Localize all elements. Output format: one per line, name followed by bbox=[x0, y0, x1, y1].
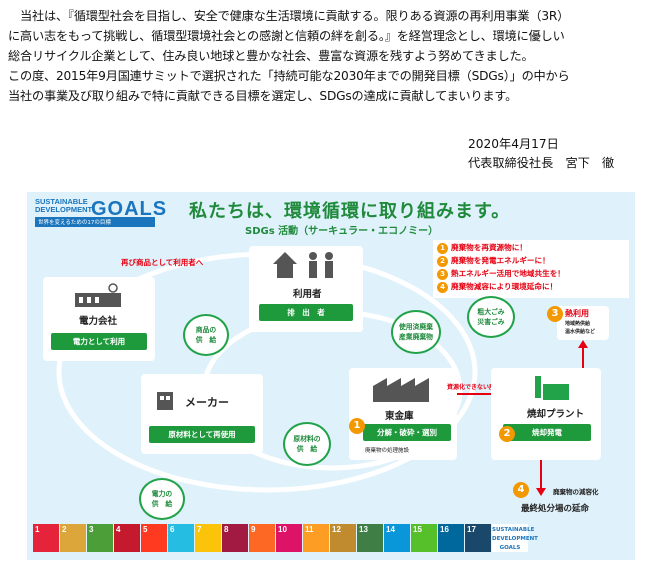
non-recyclable-label: 資源化できない廃棄物 bbox=[447, 384, 508, 391]
factory-note: 廃棄物の処理施設 bbox=[365, 448, 410, 454]
list-num: 2 bbox=[437, 256, 448, 267]
sdg-goal-5-icon: 5 bbox=[141, 524, 167, 552]
heat-use-title: 熱利用 bbox=[565, 309, 589, 318]
goods-supply-bubble: 商品の 供 給 bbox=[183, 314, 229, 356]
bubble-line: 使用済廃棄 bbox=[399, 323, 433, 331]
intro-line: 総合リサイクル企業として、住み良い地球と豊かな社会、豊富な資源を残すよう努めてき… bbox=[8, 49, 534, 63]
sdg-goal-14-icon: 14 bbox=[384, 524, 410, 552]
bubble-line: 電力の bbox=[151, 490, 173, 498]
power-company-card: 電力会社 電力として利用 bbox=[43, 277, 155, 361]
factory-pill: 分解・破砕・選別 bbox=[363, 424, 451, 441]
intro-line: この度、2015年9月国連サミットで選択された「持続可能な2030年までの開発目… bbox=[8, 69, 570, 83]
heat-use-card: 熱利用 地域熱供給 温水供給など bbox=[557, 306, 609, 340]
logo-sub: 世界を変えるための17の目標 bbox=[35, 217, 155, 227]
resale-label: 再び商品として利用者へ bbox=[121, 258, 204, 267]
step-2-badge: 2 bbox=[499, 426, 515, 442]
power-company-title: 電力会社 bbox=[79, 316, 118, 327]
logo-goals: GOALS bbox=[91, 198, 168, 220]
sdg-goal-4-icon: 4 bbox=[114, 524, 140, 552]
material-supply-bubble: 原材料の 供 給 bbox=[283, 422, 331, 466]
sdg-goal-15-icon: 15 bbox=[411, 524, 437, 552]
power-plant-icon bbox=[75, 283, 121, 307]
maker-pill: 原材料として再使用 bbox=[149, 426, 255, 443]
intro-line: 当社は、『循環型社会を目指し、安全で健康な生活環境に貢献する。限りある資源の再利… bbox=[8, 9, 570, 23]
incinerator-pill: 焼却発電 bbox=[503, 424, 591, 441]
list-item: 廃棄物を発電エネルギーに！ bbox=[451, 256, 550, 265]
electric-supply-bubble: 電力の 供 給 bbox=[139, 478, 185, 520]
heat-use-sub1: 地域熱供給 bbox=[565, 321, 591, 327]
sdg-goal-7-icon: 7 bbox=[195, 524, 221, 552]
bubble-line: 供 給 bbox=[151, 500, 173, 508]
incinerator-card: 焼却プラント 焼却発電 bbox=[491, 368, 601, 460]
strip-logo-line: SUSTAINABLE bbox=[492, 527, 535, 533]
step-3-badge: 3 bbox=[547, 306, 563, 322]
user-pill: 排 出 者 bbox=[259, 304, 353, 321]
landfill-note: 廃棄物の減容化 bbox=[553, 488, 599, 496]
sdg-goal-16-icon: 16 bbox=[438, 524, 464, 552]
date: 2020年4月17日 bbox=[468, 137, 559, 151]
signature: 代表取締役社長 宮下 徹 bbox=[468, 156, 615, 170]
list-num: 1 bbox=[437, 243, 448, 254]
strip-logo-line: GOALS bbox=[499, 545, 521, 551]
list-num: 4 bbox=[437, 282, 448, 293]
intro-line: 当社の事業及び取り組みで特に貢献できる目標を選定し、SDGsの達成に貢献してまい… bbox=[8, 89, 518, 103]
sdg-goal-17-icon: 17 bbox=[465, 524, 491, 552]
power-company-pill: 電力として利用 bbox=[51, 333, 147, 350]
list-num: 3 bbox=[437, 269, 448, 280]
sdg-goal-11-icon: 11 bbox=[303, 524, 329, 552]
waste-bubble: 使用済廃棄 産業廃棄物 bbox=[391, 310, 441, 354]
incinerator-title: 焼却プラント bbox=[527, 409, 585, 420]
factory-card: 東金庫 分解・破砕・選別 廃棄物の処理施設 bbox=[349, 368, 457, 460]
sdg-goal-8-icon: 8 bbox=[222, 524, 248, 552]
factory-icon bbox=[373, 378, 429, 402]
intro-line: に高い志をもって挑戦し、循環型環境社会との感謝と信頼の絆を創る。』を経営理念とし… bbox=[8, 29, 565, 43]
incinerator-icon bbox=[535, 376, 569, 400]
step-1-badge: 1 bbox=[349, 418, 365, 434]
sdg-goal-13-icon: 13 bbox=[357, 524, 383, 552]
goals-list: 1 廃棄物を再資源物に！ 2 廃棄物を発電エネルギーに！ 3 熱エネルギー活用で… bbox=[433, 240, 629, 298]
maker-card: メーカー 原材料として再使用 bbox=[141, 374, 263, 454]
maker-title: メーカー bbox=[185, 396, 229, 409]
step-4-badge: 4 bbox=[513, 482, 529, 498]
bubble-line: 供 給 bbox=[195, 336, 217, 344]
list-item: 熱エネルギー活用で地域共生を！ bbox=[451, 269, 565, 278]
poster-subhead: SDGs 活動（サーキュラー・エコノミー） bbox=[245, 226, 439, 237]
sdg-goal-3-icon: 3 bbox=[87, 524, 113, 552]
factory-title: 東金庫 bbox=[385, 411, 414, 422]
sdg-goal-12-icon: 12 bbox=[330, 524, 356, 552]
list-item: 廃棄物減容により環境延命に！ bbox=[451, 282, 558, 291]
heat-use-sub2: 温水供給など bbox=[565, 329, 596, 335]
bubble-line: 商品の bbox=[195, 326, 217, 334]
strip-logo-line: DEVELOPMENT bbox=[492, 536, 538, 542]
bubble-line: 供 給 bbox=[296, 445, 318, 453]
list-item: 廃棄物を再資源物に！ bbox=[451, 243, 527, 252]
bubble-line: 災害ごみ bbox=[477, 318, 505, 326]
sdg-goal-9-icon: 9 bbox=[249, 524, 275, 552]
bubble-line: 原材料の bbox=[293, 435, 321, 443]
landfill-title: 最終処分場の延命 bbox=[521, 504, 590, 514]
intro-text: 当社は、『循環型社会を目指し、安全で健康な生活環境に貢献する。限りある資源の再利… bbox=[8, 6, 658, 106]
logo-line2: DEVELOPMENT bbox=[35, 205, 93, 214]
factory-icon bbox=[157, 392, 173, 410]
bulky-waste-bubble: 粗大ごみ 災害ごみ bbox=[467, 296, 515, 338]
sdg-goal-10-icon: 10 bbox=[276, 524, 302, 552]
sdgs-logo: SUSTAINABLE DEVELOPMENT GOALS 世界を変えるための1… bbox=[35, 198, 181, 227]
poster-headline: 私たちは、環境循環に取り組みます。 bbox=[189, 201, 511, 222]
user-title: 利用者 bbox=[293, 289, 322, 300]
logo-line1: SUSTAINABLE bbox=[35, 197, 88, 206]
bubble-line: 粗大ごみ bbox=[477, 308, 505, 316]
bubble-line: 産業廃棄物 bbox=[399, 333, 433, 341]
sdgs-poster: SUSTAINABLE DEVELOPMENT GOALS 世界を変えるための1… bbox=[27, 192, 635, 560]
sdg-goal-1-icon: 1 bbox=[33, 524, 59, 552]
sdgs-strip-logo: SUSTAINABLE DEVELOPMENT GOALS bbox=[492, 524, 538, 552]
sdg-goal-6-icon: 6 bbox=[168, 524, 194, 552]
user-card: 利用者 排 出 者 bbox=[249, 246, 363, 332]
people-house-icon bbox=[273, 252, 333, 278]
sdg-goal-2-icon: 2 bbox=[60, 524, 86, 552]
